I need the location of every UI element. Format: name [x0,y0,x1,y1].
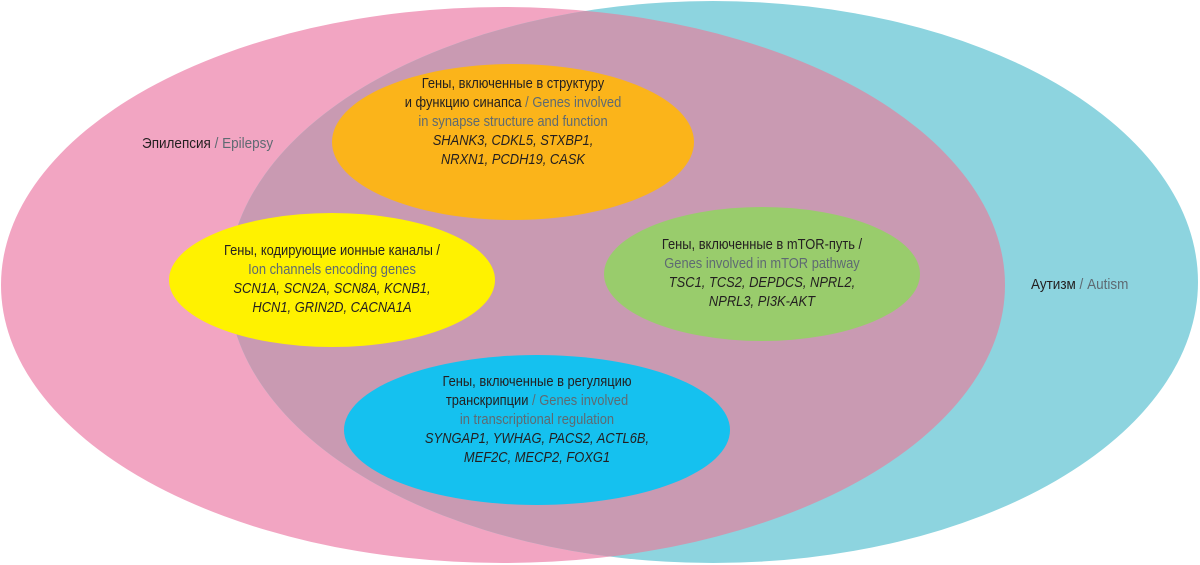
synapse-gene-list: SHANK3, CDKL5, STXBP1, [432,132,594,149]
synapse-gene-list-2: NRXN1, PCDH19, CASK [440,151,586,168]
ion-gene-list-2: HCN1, GRIN2D, CACNA1A [252,299,412,316]
transcription-genes-ellipse [344,355,730,505]
mtor-group-text: Гены, включенные в mTOR-путь / Genes inv… [633,235,891,311]
epilepsy-label-en: Epilepsy [222,135,274,152]
transcription-gene-list: SYNGAP1, YWHAG, PACS2, ACTL6B, [424,430,650,447]
synapse-genes-ellipse [332,64,694,220]
synapse-group-text: Гены, включенные в структуру и функцию с… [384,74,642,169]
mtor-gene-list: TSC1, TCS2, DEPDCS, NPRL2, [668,274,856,291]
ion-gene-list: SCN1A, SCN2A, SCN8A, KCNB1, [233,280,431,297]
autism-label-en: Autism [1087,276,1129,293]
epilepsy-label: Эпилепсия / Epilepsy [142,135,274,152]
mtor-gene-list-2: NPRL3, PI3K-AKT [708,293,816,310]
autism-label: Аутизм / Autism [1031,276,1129,293]
mtor-genes-ellipse [604,207,920,341]
autism-label-ru: Аутизм [1031,276,1076,293]
ion-group-text: Гены, кодирующие ионные каналы / Ion cha… [203,241,461,317]
epilepsy-label-ru: Эпилепсия [142,135,211,152]
transcription-gene-list-2: MEF2C, MECP2, FOXG1 [463,449,611,466]
ion-channel-genes-ellipse [169,213,495,347]
transcription-group-text: Гены, включенные в регуляцию транскрипци… [408,372,666,467]
